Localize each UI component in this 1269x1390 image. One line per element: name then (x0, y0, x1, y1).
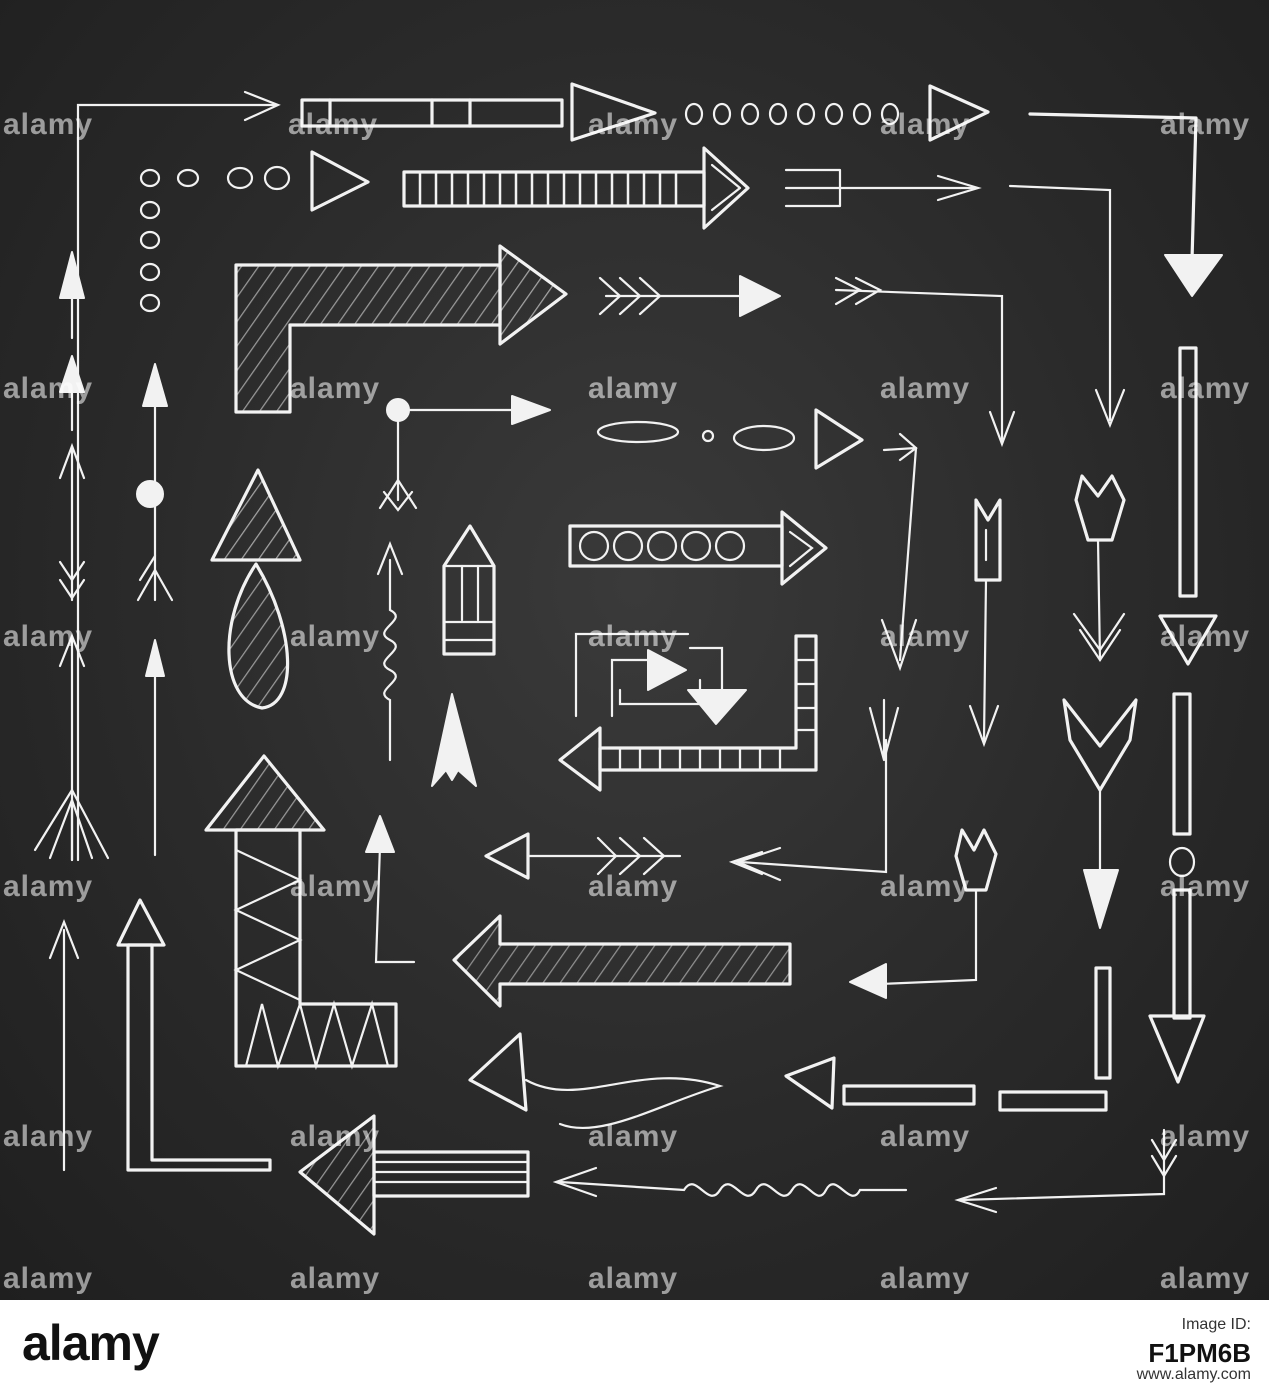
arrow-feather-down-right (1072, 474, 1126, 662)
arrow-corner-top-left (76, 90, 281, 862)
arrow-chevron-down-right (1062, 698, 1138, 929)
footer-bar: alamy Image ID: F1PM6B www.alamy.com (0, 1300, 1269, 1390)
arrow-up-left-5 (48, 918, 80, 1172)
image-id-label: Image ID: (1181, 1316, 1251, 1333)
arrow-corner-feather (834, 276, 1016, 448)
footer-logo: alamy (22, 1315, 160, 1371)
arrow-striped-l (234, 244, 568, 414)
arrow-dots-triangle (139, 150, 370, 313)
arrow-arrowhead-column (968, 498, 1002, 748)
footer-info: Image ID: F1PM6B www.alamy.com (1137, 1314, 1251, 1386)
arrow-striped-up (210, 468, 302, 710)
arrow-tree-up (431, 693, 477, 787)
arrow-tulip-down (849, 828, 998, 999)
arrow-up-left-3 (33, 633, 110, 862)
arrow-up-left-2 (136, 363, 174, 602)
arrow-ladder-right (402, 146, 750, 230)
arrow-down-middle-right (868, 432, 918, 762)
arrow-corner-left-2 (728, 738, 888, 882)
arrow-striped-left-bottom (298, 1114, 530, 1236)
image-id: F1PM6B (1148, 1338, 1251, 1368)
arrow-corner-bottom-right (954, 1128, 1178, 1214)
arrow-maze-square (574, 632, 747, 725)
arrow-bar-down-right (1148, 346, 1218, 1084)
arrow-circles-right (568, 510, 828, 586)
arrow-triangle-l-up (204, 754, 398, 1071)
chalkboard: alamy alamy alamy alamy alamy alamy alam… (0, 0, 1269, 1300)
arrow-long-corner-right (1008, 184, 1126, 428)
arrow-hatched-left (452, 914, 792, 1008)
arrow-fork-right (784, 168, 982, 208)
arrow-wave-left (468, 1032, 724, 1129)
arrow-squiggle-up (376, 541, 404, 762)
arrow-bars-left (784, 966, 1112, 1112)
arrow-feather-left-1 (484, 832, 682, 880)
arrow-oval-triangle (596, 408, 864, 470)
arrow-segmented-top (300, 82, 657, 142)
footer-url[interactable]: www.alamy.com (1136, 1366, 1251, 1383)
arrow-up-middle (365, 815, 416, 964)
arrow-squiggle-left (552, 1166, 908, 1198)
pencil-icon (442, 524, 496, 656)
arrow-dot-corner (378, 395, 551, 512)
arrow-doodles (33, 82, 1223, 1236)
arrow-dotted-top (684, 84, 990, 142)
arrow-feather-right-1 (598, 275, 781, 317)
arrow-corner-top-right (1028, 112, 1223, 297)
arrow-ladder-l-left (558, 634, 818, 792)
arrow-up-left-4 (145, 639, 165, 857)
arrow-corner-bottom-left (116, 898, 272, 1172)
arrow-up-left-1 (58, 251, 86, 602)
